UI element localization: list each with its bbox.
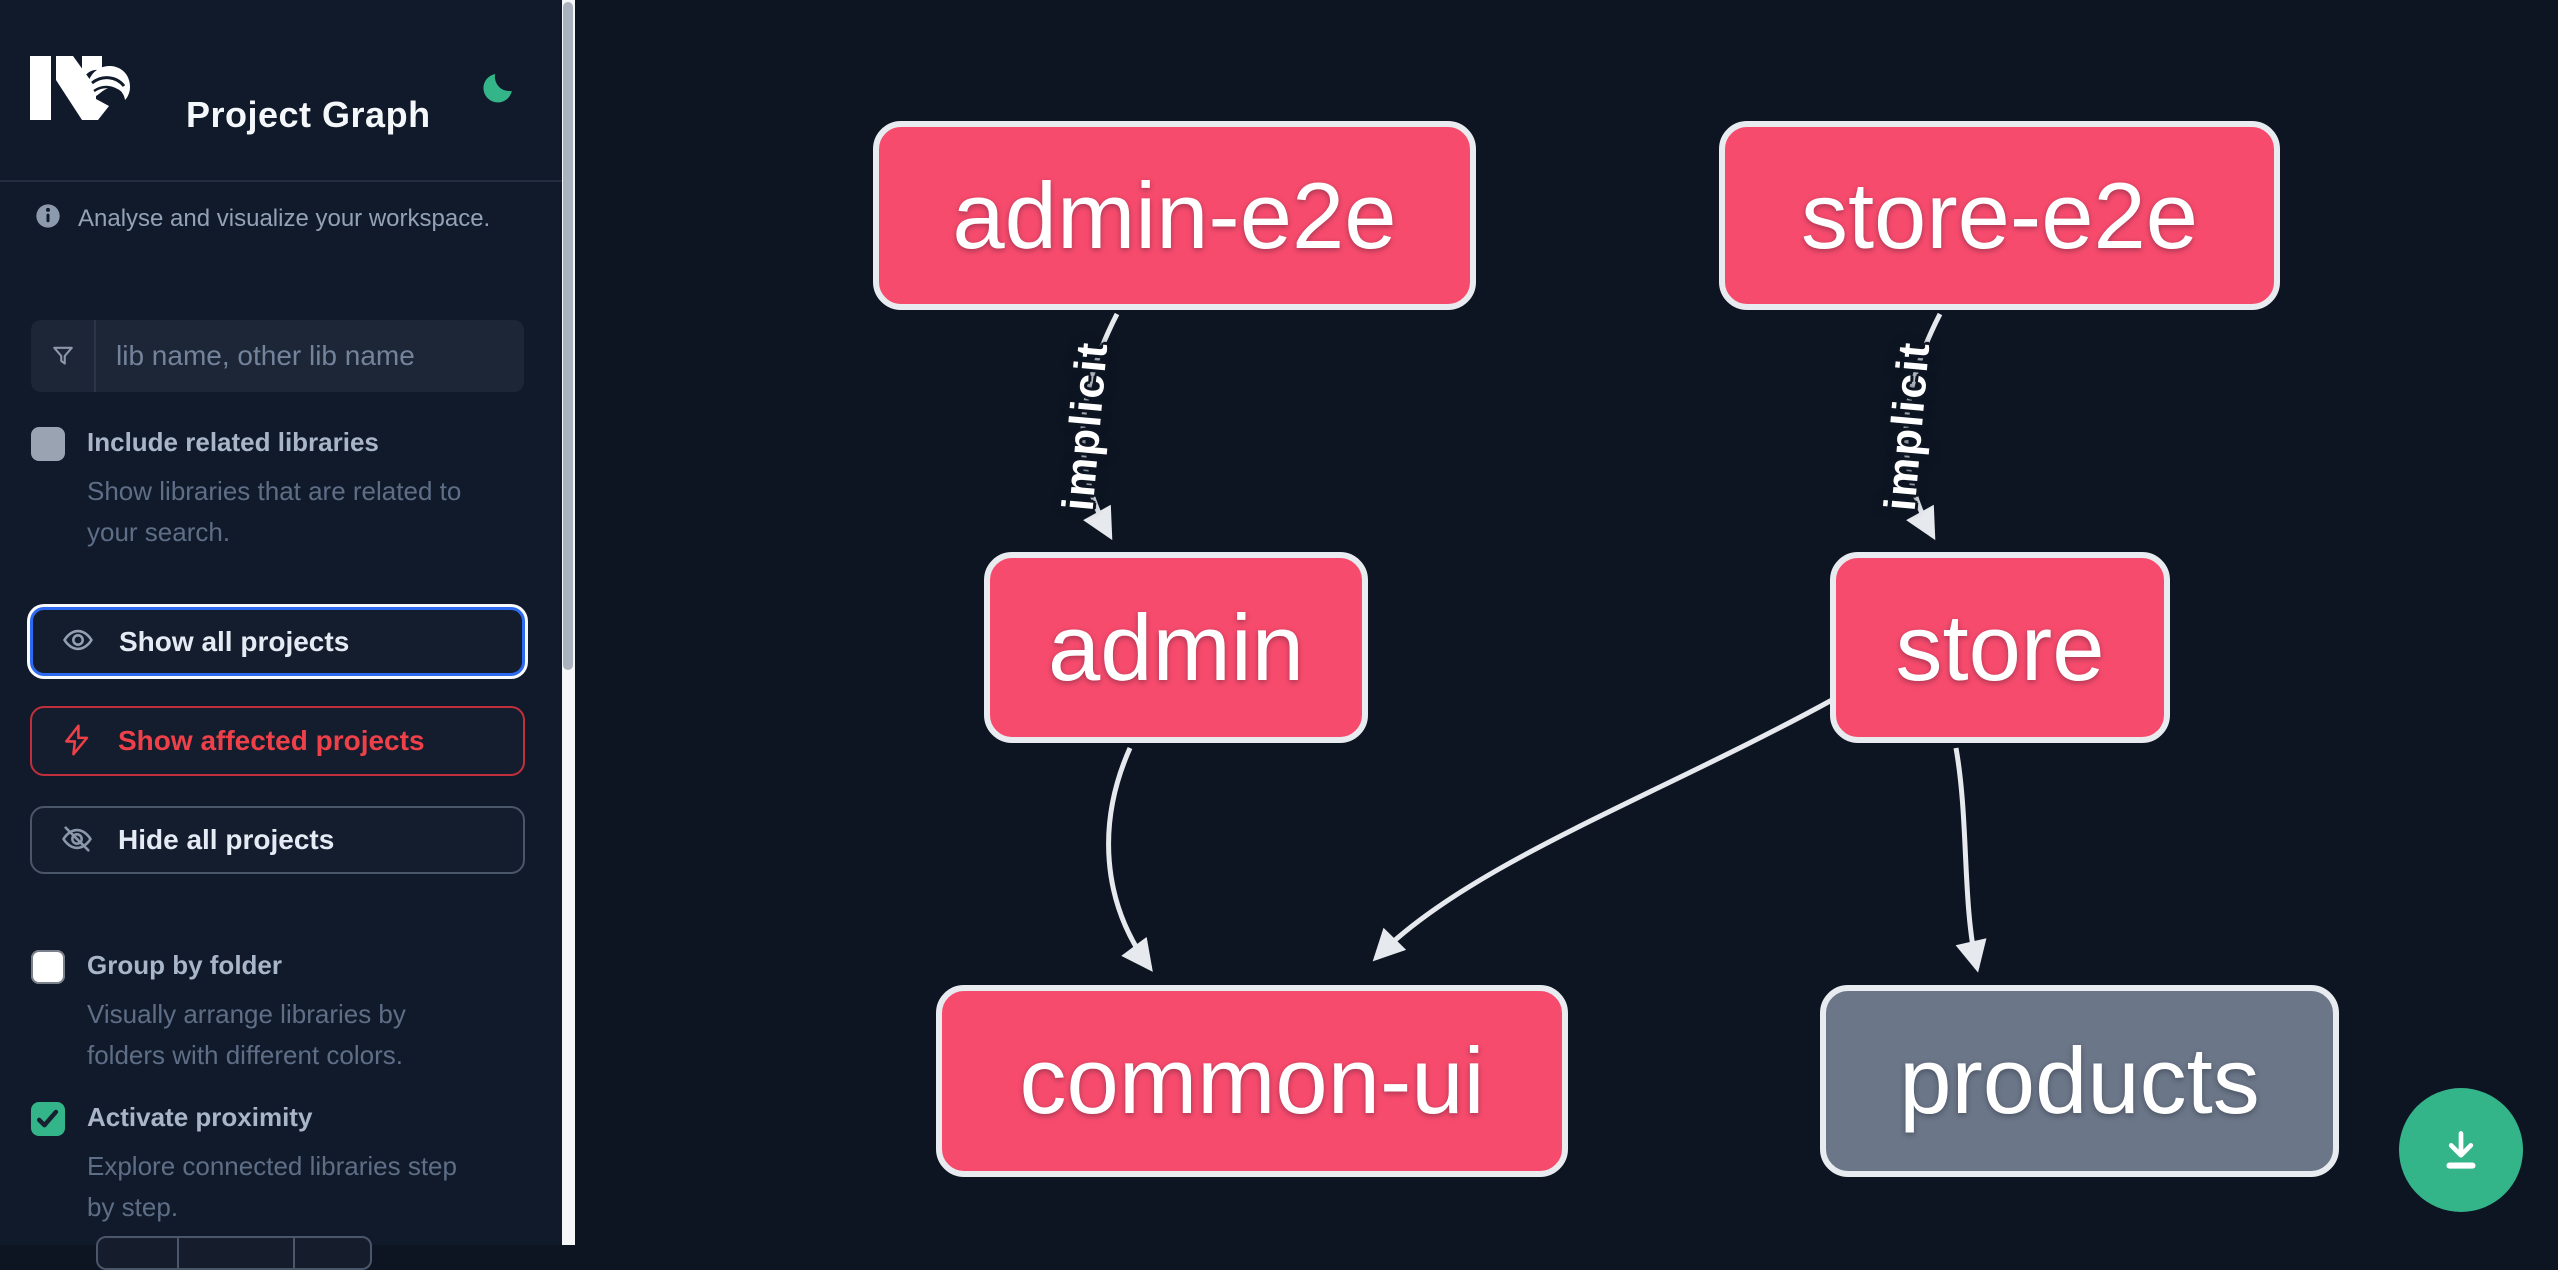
node-common-ui[interactable]: common-ui [936, 985, 1568, 1177]
filter-funnel-icon [31, 320, 96, 392]
theme-toggle-button[interactable] [475, 68, 519, 112]
search-input[interactable] [96, 326, 524, 386]
show-affected-projects-button[interactable]: Show affected projects [30, 706, 525, 776]
filter-include-related: Include related libraries Show libraries… [31, 425, 536, 585]
download-graph-button[interactable] [2399, 1088, 2523, 1212]
download-icon [2432, 1120, 2490, 1181]
info-icon [34, 202, 62, 235]
sidebar-scrollbar-thumb[interactable] [563, 2, 573, 670]
proximity-controls [96, 1236, 372, 1270]
option-group-by-folder: Group by folder Visually arrange librari… [31, 948, 536, 1093]
sidebar-header: Project Graph [0, 0, 562, 182]
node-products[interactable]: products [1820, 985, 2339, 1177]
eye-icon [61, 623, 95, 660]
search-box [31, 320, 524, 392]
include-related-description: Show libraries that are related to your … [87, 476, 462, 547]
edge-store-to-common-ui [1372, 697, 1834, 962]
node-admin[interactable]: admin [984, 552, 1368, 743]
proximity-decrement-button[interactable] [98, 1238, 177, 1268]
activate-proximity-label: Activate proximity [87, 1102, 313, 1132]
app-title: Project Graph [186, 94, 431, 136]
group-by-folder-description: Visually arrange libraries by folders wi… [87, 999, 406, 1070]
sidebar: Project Graph Analyse and visualize your… [0, 0, 562, 1270]
node-store-e2e[interactable]: store-e2e [1719, 121, 2280, 310]
moon-icon [477, 73, 517, 112]
eye-off-icon [60, 822, 94, 859]
activate-proximity-checkbox[interactable] [31, 1102, 65, 1136]
lightning-icon [60, 723, 94, 760]
show-all-projects-label: Show all projects [119, 625, 350, 657]
activate-proximity-description: Explore connected libraries step by step… [87, 1151, 457, 1222]
option-activate-proximity: Activate proximity Explore connected lib… [31, 1100, 536, 1245]
node-admin-e2e[interactable]: admin-e2e [873, 121, 1476, 310]
tagline-text: Analyse and visualize your workspace. [78, 204, 491, 232]
hide-all-projects-button[interactable]: Hide all projects [30, 806, 525, 874]
hide-all-projects-label: Hide all projects [118, 824, 335, 855]
sidebar-scrollbar [562, 0, 575, 1245]
edge-store-to-products [1953, 747, 1987, 973]
node-store[interactable]: store [1830, 552, 2170, 743]
edge-store-e2e-to-store [1903, 312, 1943, 541]
include-related-checkbox[interactable] [31, 427, 65, 461]
workspace-tagline: Analyse and visualize your workspace. [34, 202, 490, 235]
group-by-folder-checkbox[interactable] [31, 950, 65, 984]
edge-admin-e2e-to-admin [1080, 312, 1120, 541]
include-related-label: Include related libraries [87, 427, 379, 457]
proximity-value [177, 1238, 293, 1268]
group-by-folder-label: Group by folder [87, 950, 282, 980]
show-affected-projects-label: Show affected projects [118, 725, 425, 756]
edge-admin-to-common-ui [1106, 746, 1153, 972]
proximity-increment-button[interactable] [293, 1238, 370, 1268]
nx-logo [30, 54, 132, 122]
show-all-projects-button[interactable]: Show all projects [30, 607, 525, 676]
